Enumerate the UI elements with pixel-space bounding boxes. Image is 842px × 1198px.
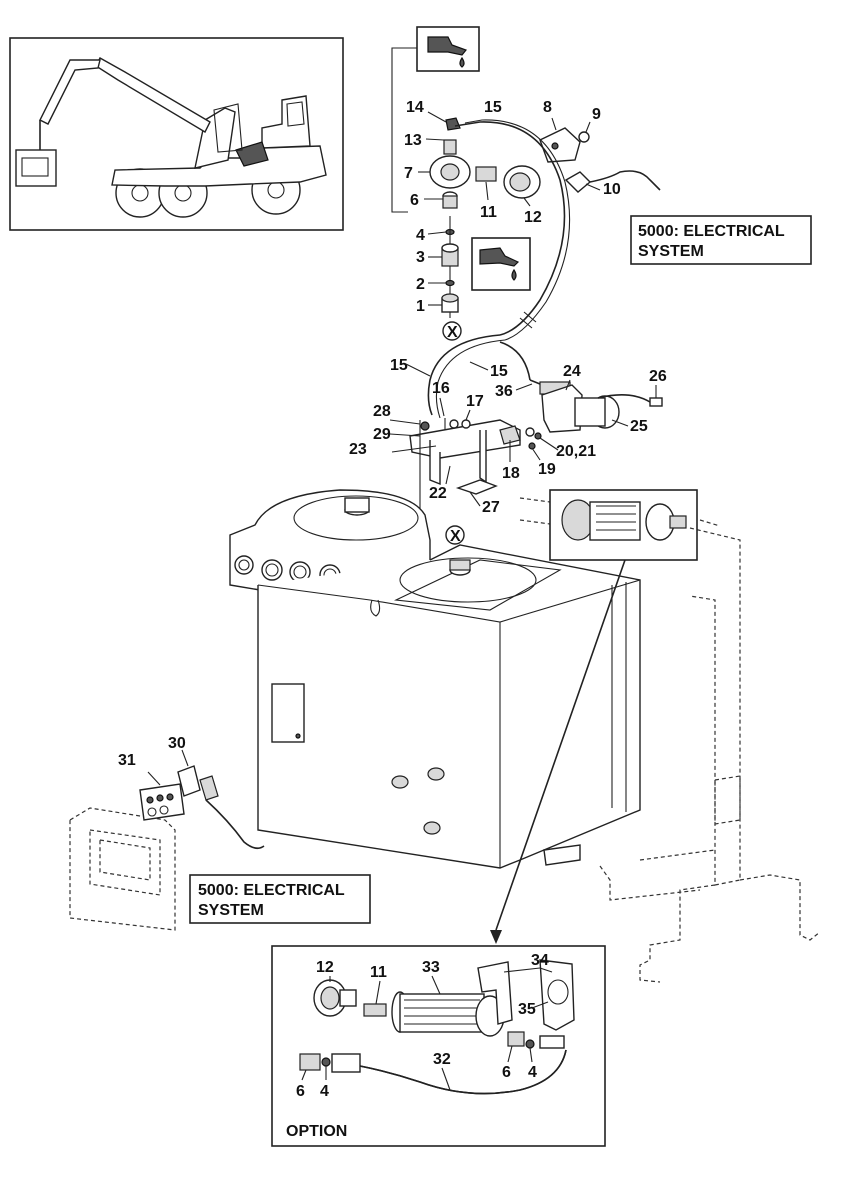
callout-12: 12 <box>524 209 542 226</box>
callout-1: 1 <box>416 298 425 315</box>
option-callout-34: 34 <box>531 952 549 969</box>
callout-7: 7 <box>404 165 413 182</box>
option-callout-35: 35 <box>518 1001 536 1018</box>
overview-frame <box>9 37 344 231</box>
electrical-ref-top-line1: 5000: ELECTRICAL <box>638 223 785 240</box>
electrical-ref-bottom-line1: 5000: ELECTRICAL <box>198 882 345 899</box>
callout-31: 31 <box>118 752 136 769</box>
switch-panel-assembly <box>139 749 265 850</box>
callout-15-right: 15 <box>490 363 508 380</box>
option-preview-box <box>549 489 698 561</box>
oil-can-icon-mid <box>471 237 531 291</box>
callouts: 1 2 3 4 6 7 8 9 10 11 12 13 14 15 15 15 … <box>118 99 667 1140</box>
top-filter-assembly <box>429 117 661 341</box>
option-pointer-arrowhead <box>490 930 502 944</box>
option-callout-33: 33 <box>422 959 440 976</box>
option-pointer-line <box>495 559 626 931</box>
forwarder-machine-icon <box>15 57 327 218</box>
callout-25: 25 <box>630 418 648 435</box>
callout-19: 19 <box>538 461 556 478</box>
callout-30: 30 <box>168 735 186 752</box>
machine-overview <box>9 37 344 231</box>
callout-4: 4 <box>416 227 425 244</box>
electrical-reference-bottom: 5000: ELECTRICAL SYSTEM <box>189 874 371 924</box>
callout-27: 27 <box>482 499 500 516</box>
callout-26: 26 <box>649 368 667 385</box>
callout-28: 28 <box>373 403 391 420</box>
mid-assembly <box>391 334 663 600</box>
callout-22: 22 <box>429 485 447 502</box>
callout-24: 24 <box>563 363 581 380</box>
callout-13: 13 <box>404 132 422 149</box>
callout-2: 2 <box>416 276 425 293</box>
option-callout-4-right: 4 <box>528 1064 537 1081</box>
callout-15-top: 15 <box>484 99 502 116</box>
callout-10: 10 <box>603 181 621 198</box>
option-frame <box>271 945 606 1147</box>
callout-29: 29 <box>373 426 391 443</box>
callout-3: 3 <box>416 249 425 266</box>
frame-dashed <box>69 497 821 983</box>
callout-8: 8 <box>543 99 552 116</box>
option-callout-32: 32 <box>433 1051 451 1068</box>
option-detail-box <box>271 945 606 1147</box>
electrical-reference-top: 5000: ELECTRICAL SYSTEM <box>630 215 812 265</box>
option-callout-12: 12 <box>316 959 334 976</box>
callout-17: 17 <box>466 393 484 410</box>
callout-11: 11 <box>480 204 497 221</box>
leader-lines <box>301 111 657 1091</box>
callout-14: 14 <box>406 99 424 116</box>
callout-23: 23 <box>349 441 367 458</box>
callout-6: 6 <box>410 192 419 209</box>
electrical-ref-top-line2: SYSTEM <box>638 243 704 260</box>
hydraulic-tank <box>229 489 641 869</box>
option-callout-6-left: 6 <box>296 1083 305 1100</box>
option-callout-6-right: 6 <box>502 1064 511 1081</box>
option-callout-11: 11 <box>370 964 387 981</box>
callout-15-left: 15 <box>390 357 408 374</box>
callout-36: 36 <box>495 383 513 400</box>
option-label: OPTION <box>286 1123 347 1140</box>
callout-16: 16 <box>432 380 450 397</box>
callout-9: 9 <box>592 106 601 123</box>
bracket-line <box>391 47 417 213</box>
callout-x-top: X <box>447 324 458 341</box>
callout-20-21: 20,21 <box>556 443 596 460</box>
oil-can-icon-top <box>416 26 480 72</box>
option-callout-4-left: 4 <box>320 1083 329 1100</box>
callout-x-tank: X <box>450 528 461 545</box>
electrical-ref-bottom-line2: SYSTEM <box>198 902 264 919</box>
callout-18: 18 <box>502 465 520 482</box>
